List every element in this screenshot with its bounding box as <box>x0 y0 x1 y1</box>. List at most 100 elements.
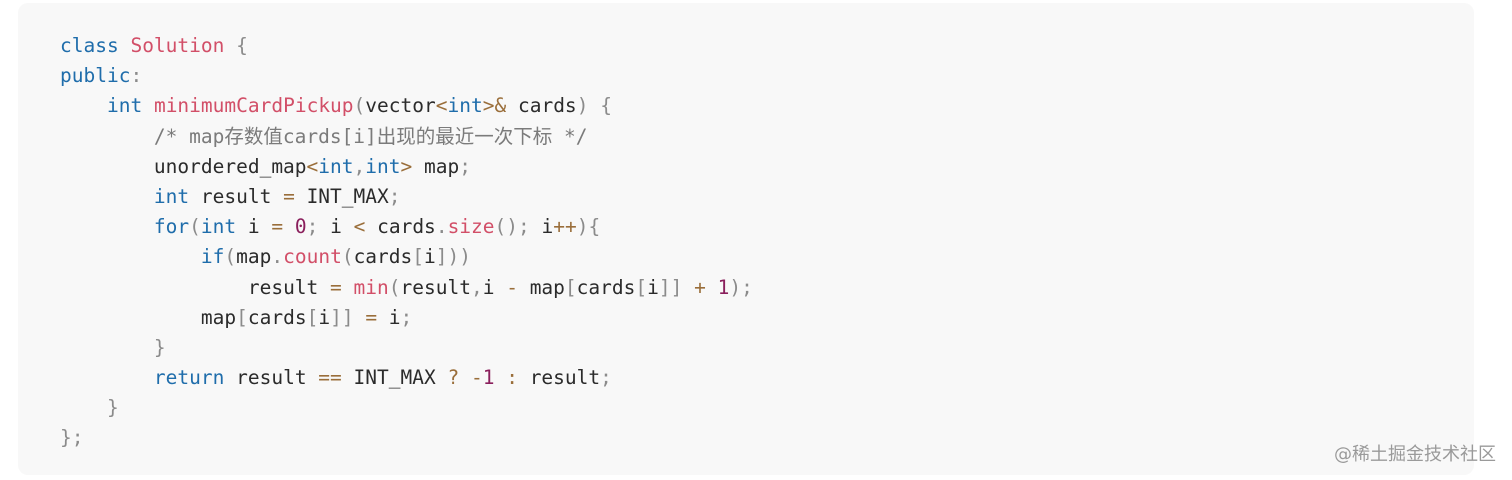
code-token-plain: i <box>318 215 354 239</box>
code-token-keyword: return <box>153 366 225 390</box>
code-token-plain: result <box>224 366 319 390</box>
code-token-punct: ; <box>400 305 413 329</box>
code-token-plain <box>142 94 154 117</box>
code-token-op: - <box>470 366 483 390</box>
code-line: return result == INT_MAX ? -1 : result; <box>60 363 753 393</box>
code-token-punct: , <box>353 154 366 178</box>
code-token-plain: i <box>236 215 272 239</box>
code-token-plain: map <box>236 245 272 269</box>
code-token-op: < <box>435 94 448 118</box>
code-block: class Solution {public: int minimumCardP… <box>18 3 1474 475</box>
code-token-punct: ; <box>388 184 401 208</box>
code-token-number: 1 <box>482 366 495 390</box>
code-token-plain: result <box>247 275 331 299</box>
code-token-punct: } <box>106 396 119 420</box>
code-token-plain <box>682 276 694 299</box>
code-token-func: min <box>353 275 389 299</box>
code-token-plain <box>706 276 718 299</box>
code-token-op: ++ <box>553 215 577 239</box>
code-token-plain <box>119 34 131 57</box>
code-token-keyword: if <box>200 245 225 269</box>
code-line: class Solution { <box>60 31 753 61</box>
code-token-punct: ]] <box>658 275 683 299</box>
code-token-punct: } <box>153 335 166 359</box>
code-token-plain <box>283 215 295 238</box>
code-token-punct: (); <box>494 215 530 239</box>
code-token-punct: ; <box>459 154 471 178</box>
code-token-plain: vector <box>365 94 436 118</box>
code-token-plain <box>588 94 600 117</box>
code-token-class: Solution <box>130 34 225 57</box>
code-token-plain <box>342 276 354 299</box>
watermark: @稀土掘金技术社区 <box>1334 444 1496 465</box>
code-token-number: 1 <box>717 275 730 299</box>
code-token-keyword: int <box>365 154 401 178</box>
code-token-punct: [ <box>564 275 577 299</box>
code-indent <box>60 336 154 359</box>
code-token-punct: [ <box>635 275 648 299</box>
code-token-plain: result <box>189 184 284 208</box>
code-token-punct: ) <box>576 94 589 118</box>
code-token-plain: map <box>412 154 460 178</box>
code-token-plain: cards <box>576 275 636 299</box>
code-token-punct: , <box>470 275 483 299</box>
code-token-punct: [ <box>236 305 248 329</box>
code-token-plain: i <box>318 305 331 329</box>
code-token-plain: i <box>377 305 401 329</box>
code-token-plain: INT_MAX <box>294 184 389 208</box>
code-token-punct: ( <box>341 245 354 269</box>
code-token-punct: ( <box>353 94 366 118</box>
code-line: } <box>60 333 753 363</box>
code-line: if(map.count(cards[i])) <box>60 242 753 272</box>
code-token-punct: ])) <box>435 245 471 269</box>
code-content[interactable]: class Solution {public: int minimumCardP… <box>60 31 753 454</box>
code-indent <box>60 396 107 419</box>
code-token-keyword: int <box>318 154 354 178</box>
code-token-keyword: for <box>153 215 190 239</box>
code-token-plain: i <box>529 215 554 239</box>
code-token-plain: i <box>482 275 507 299</box>
code-token-punct: . <box>435 215 448 239</box>
code-indent <box>60 125 154 148</box>
code-token-punct: ( <box>189 215 201 239</box>
code-token-punct: [ <box>306 305 319 329</box>
code-line: public: <box>60 61 753 91</box>
code-token-op: = <box>271 215 284 239</box>
code-line: int result = INT_MAX; <box>60 182 753 212</box>
code-token-plain: unordered_map <box>153 154 307 178</box>
code-line: }; <box>60 423 753 453</box>
code-token-punct: ( <box>224 245 237 269</box>
code-token-op: : <box>506 366 518 390</box>
code-token-punct: }; <box>60 426 84 450</box>
code-token-plain: i <box>424 245 436 269</box>
code-token-op: = <box>365 305 378 329</box>
code-token-op: & <box>494 94 507 118</box>
code-token-op: == <box>318 366 342 390</box>
code-token-op: > <box>482 94 495 118</box>
code-line: } <box>60 393 753 423</box>
code-token-op: < <box>353 215 366 239</box>
code-indent <box>60 155 154 178</box>
code-line: result = min(result,i - map[cards[i]] + … <box>60 273 753 303</box>
code-indent <box>60 215 154 238</box>
code-token-func: minimumCardPickup <box>153 94 354 118</box>
code-token-plain: cards <box>365 215 436 239</box>
code-token-keyword: int <box>447 94 483 118</box>
code-token-op: < <box>306 154 319 178</box>
code-token-plain <box>224 34 236 57</box>
code-token-plain <box>354 306 366 329</box>
code-token-punct: . <box>271 245 284 269</box>
code-token-punct: [ <box>412 245 425 269</box>
code-indent <box>60 366 154 389</box>
code-token-plain: cards <box>353 245 413 269</box>
code-token-plain: INT_MAX <box>341 366 448 390</box>
code-token-op: + <box>694 275 706 299</box>
code-token-plain: map <box>517 275 565 299</box>
code-token-keyword: int <box>153 184 190 208</box>
code-token-op: = <box>330 275 342 299</box>
code-token-op: > <box>400 154 413 178</box>
code-token-plain: cards <box>247 305 307 329</box>
code-token-plain <box>494 366 506 389</box>
code-token-keyword: public <box>60 64 131 88</box>
code-token-punct: { <box>236 34 248 57</box>
